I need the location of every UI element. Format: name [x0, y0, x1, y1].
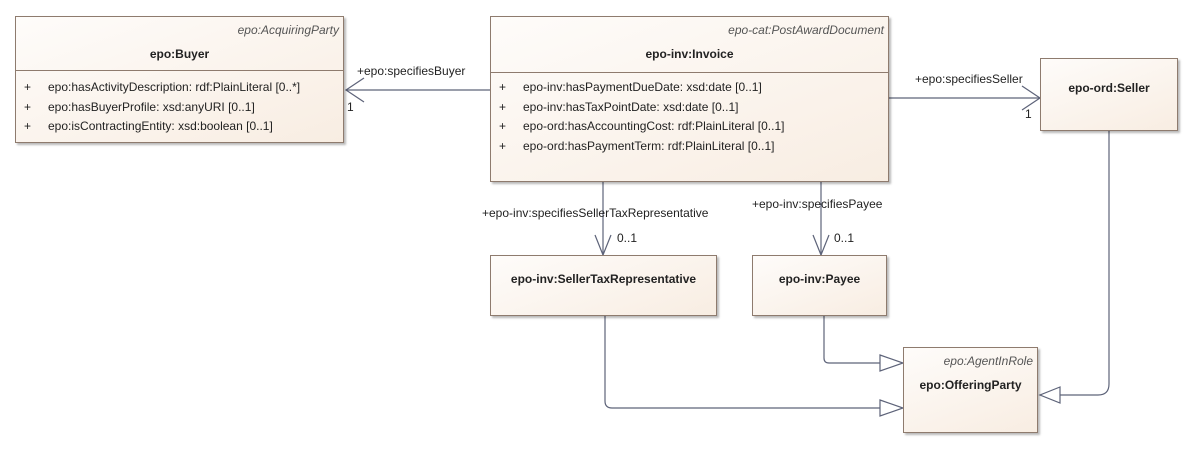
class-attribute[interactable]: + epo:hasBuyerProfile: xsd:anyURI [0..1]: [16, 98, 343, 118]
attribute-visibility: +: [24, 80, 32, 94]
attribute-text: epo:isContractingEntity: xsd:boolean [0.…: [48, 119, 273, 133]
class-invoice-attribute-list: + epo-inv:hasPaymentDueDate: xsd:date [0.…: [491, 78, 888, 156]
class-offering-party-name: epo:OfferingParty: [919, 378, 1022, 392]
class-seller-tax-representative-name: epo-inv:SellerTaxRepresentative: [510, 272, 697, 286]
class-buyer-divider: [16, 70, 343, 71]
class-seller-tax-representative[interactable]: epo-inv:SellerTaxRepresentative: [490, 255, 717, 316]
attribute-text: epo-inv:hasTaxPointDate: xsd:date [0..1]: [523, 99, 739, 114]
role-label-specifies-buyer: +epo:specifiesBuyer: [357, 64, 466, 78]
multiplicity-label-payee: 0..1: [834, 231, 855, 245]
role-label-specifies-payee: +epo-inv:specifiesPayee: [752, 197, 883, 211]
class-seller-name: epo-ord:Seller: [1068, 81, 1150, 95]
arrowhead-buyer: [344, 77, 365, 103]
class-offering-party-stereotype: epo:AgentInRole: [943, 354, 1033, 368]
class-payee-name: epo-inv:Payee: [778, 272, 861, 286]
attribute-visibility: +: [499, 99, 507, 114]
attribute-visibility: +: [499, 80, 507, 94]
generalization-head-seller: [1038, 386, 1061, 404]
multiplicity-label-tax-rep: 0..1: [617, 231, 638, 245]
class-invoice[interactable]: epo-cat:PostAwardDocument epo-inv:Invoic…: [490, 16, 889, 182]
multiplicity-label-buyer: 1: [347, 100, 354, 114]
class-buyer-name: epo:Buyer: [149, 47, 210, 61]
role-label-specifies-tax-rep: +epo-inv:specifiesSellerTaxRepresentativ…: [482, 206, 709, 220]
class-invoice-stereotype: epo-cat:PostAwardDocument: [728, 23, 884, 37]
class-offering-party[interactable]: epo:AgentInRole epo:OfferingParty: [903, 347, 1038, 433]
generalization-line-seller: [1060, 131, 1110, 396]
generalization-head-payee: [879, 354, 905, 372]
attribute-text: epo:hasActivityDescription: rdf:PlainLit…: [48, 80, 301, 94]
role-label-specifies-seller: +epo:specifiesSeller: [915, 72, 1023, 86]
attribute-text: epo-ord:hasAccountingCost: rdf:PlainLite…: [523, 119, 785, 133]
attribute-text: epo-inv:hasPaymentDueDate: xsd:date [0..…: [523, 80, 762, 94]
class-buyer-stereotype: epo:AcquiringParty: [237, 23, 339, 37]
class-invoice-divider: [491, 72, 888, 73]
class-buyer[interactable]: epo:AcquiringParty epo:Buyer + epo:hasAct…: [15, 16, 344, 143]
attribute-visibility: +: [24, 119, 32, 133]
class-buyer-attribute-list: + epo:hasActivityDescription: rdf:PlainLi…: [16, 78, 343, 137]
generalization-line-tax-rep: [604, 316, 880, 409]
generalization-line-payee: [823, 316, 880, 364]
attribute-visibility: +: [499, 138, 507, 153]
class-attribute[interactable]: + epo:hasActivityDescription: rdf:PlainLi…: [16, 78, 343, 98]
attribute-text: epo-ord:hasPaymentTerm: rdf:PlainLiteral…: [523, 138, 775, 153]
class-invoice-name: epo-inv:Invoice: [645, 47, 734, 61]
class-attribute[interactable]: + epo:isContractingEntity: xsd:boolean [0…: [16, 117, 343, 137]
class-attribute[interactable]: + epo-ord:hasAccountingCost: rdf:PlainLit…: [491, 117, 888, 137]
class-attribute[interactable]: + epo-inv:hasPaymentDueDate: xsd:date [0.…: [491, 78, 888, 98]
class-seller[interactable]: epo-ord:Seller: [1040, 58, 1178, 131]
multiplicity-label-seller: 1: [1025, 107, 1032, 121]
attribute-text: epo:hasBuyerProfile: xsd:anyURI [0..1]: [48, 99, 255, 114]
class-payee[interactable]: epo-inv:Payee: [752, 255, 887, 316]
class-attribute[interactable]: + epo-ord:hasPaymentTerm: rdf:PlainLitera…: [491, 137, 888, 157]
class-attribute[interactable]: + epo-inv:hasTaxPointDate: xsd:date [0..1…: [491, 98, 888, 118]
attribute-visibility: +: [24, 99, 32, 114]
attribute-visibility: +: [499, 119, 507, 133]
generalization-head-tax-rep: [879, 399, 905, 417]
